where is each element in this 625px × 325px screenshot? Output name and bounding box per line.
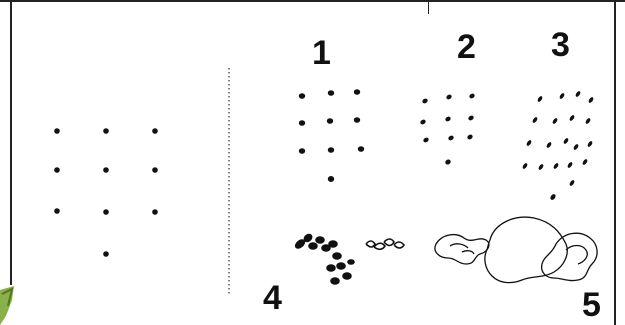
p4-loop (366, 239, 404, 249)
p3-dash (567, 161, 574, 168)
ref-dot (103, 167, 109, 173)
label-4: 4 (263, 279, 282, 317)
p3-dash (538, 163, 545, 170)
p3-dash (552, 117, 559, 124)
p3-dash (587, 140, 594, 147)
p1-dot (299, 120, 305, 126)
p2-dot (467, 115, 474, 122)
p1-dot (328, 176, 334, 182)
ref-dot (152, 167, 158, 173)
pattern-4-scribbles (294, 233, 404, 284)
p1-dot (328, 90, 334, 96)
p3-dash (569, 114, 576, 121)
p1-dot (328, 147, 334, 153)
p5-small-outline (435, 235, 489, 264)
p2-dot (445, 94, 452, 101)
ref-dot (103, 128, 109, 134)
ref-dot (152, 128, 158, 134)
p3-dash (559, 92, 566, 99)
p3-dash (588, 96, 595, 103)
p3-dash (569, 179, 576, 186)
pattern-5-outlines (435, 217, 597, 283)
p2-dot (468, 93, 475, 100)
p4-blob (329, 241, 337, 247)
p2-dot (421, 98, 428, 105)
p1-dot (299, 148, 305, 154)
p4-blob (316, 237, 324, 243)
reference-dot-grid (54, 128, 158, 257)
p1-dot (327, 118, 333, 124)
pattern-2-dots (419, 93, 475, 166)
p3-dash (526, 139, 533, 146)
p5-right-inner (566, 246, 587, 265)
p4-blob (337, 263, 345, 269)
p3-dash (573, 143, 580, 150)
p1-dot (358, 146, 364, 152)
p2-dot (422, 137, 429, 144)
p2-dot (444, 116, 451, 123)
p1-dot (354, 117, 360, 123)
p3-dash (546, 141, 553, 148)
p4-blob (333, 253, 341, 259)
p3-dash (563, 137, 570, 144)
ref-dot (152, 209, 158, 215)
ref-dot (103, 209, 109, 215)
p4-blob (348, 260, 354, 264)
p5-small-inner (450, 244, 474, 254)
label-5: 5 (582, 286, 601, 324)
ref-dot (103, 251, 109, 257)
ref-dot (54, 208, 60, 214)
p3-dash (585, 117, 592, 124)
ref-dot (54, 167, 60, 173)
p4-blob (327, 265, 335, 271)
p4-blob (309, 243, 317, 249)
p3-dash (522, 162, 529, 169)
p3-dash (549, 193, 556, 201)
p4-blob (322, 245, 330, 251)
p2-dot (447, 135, 454, 142)
p3-dash (553, 162, 560, 169)
pattern-1-dots (299, 89, 364, 182)
p2-dot (419, 119, 426, 126)
p1-dot (354, 89, 360, 95)
p2-dot (444, 159, 451, 166)
p4-blob (331, 278, 339, 284)
pattern-3-dashes (522, 90, 595, 201)
ref-dot (54, 128, 60, 134)
p3-dash (532, 116, 539, 123)
p1-dot (299, 93, 305, 99)
p5-large-outline (485, 217, 567, 283)
label-3: 3 (551, 26, 570, 64)
p2-dot (466, 134, 473, 141)
label-2: 2 (457, 28, 476, 66)
p3-dash (582, 158, 589, 165)
p4-blob (343, 273, 351, 279)
p3-dash (575, 90, 582, 97)
p3-dash (537, 95, 544, 102)
label-1: 1 (312, 34, 331, 72)
